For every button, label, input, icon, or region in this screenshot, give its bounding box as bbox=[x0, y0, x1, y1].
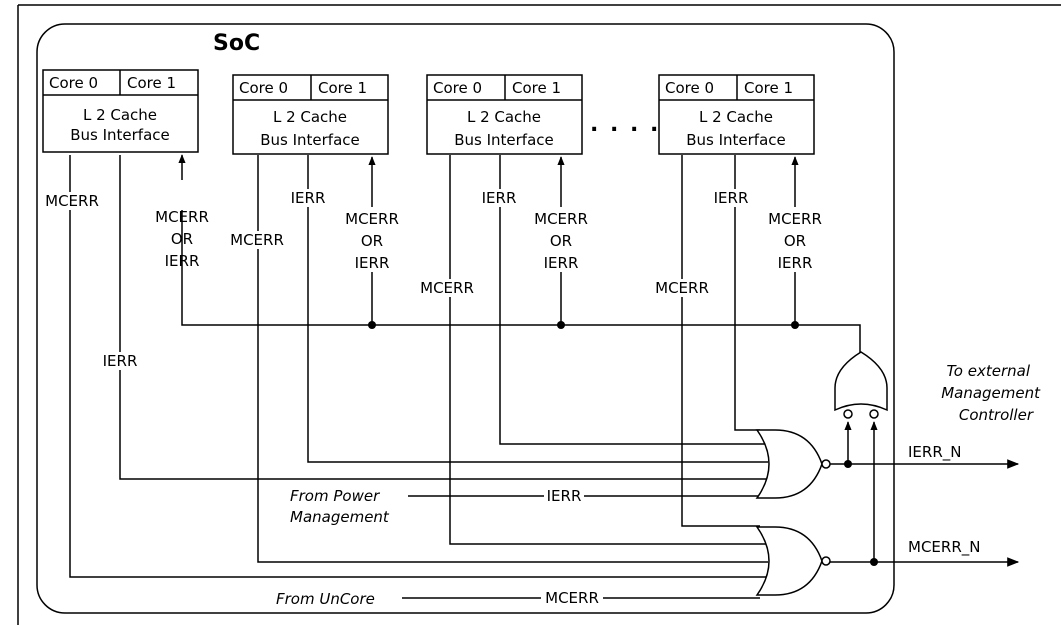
ierr-label-core1: IERR bbox=[100, 352, 140, 370]
to-external-line2: Management bbox=[941, 384, 1041, 402]
to-external-line1: To external bbox=[946, 362, 1030, 380]
core-block-1: Core 0 Core 1 L 2 Cache Bus Interface bbox=[42, 69, 199, 153]
svg-text:MCERR: MCERR bbox=[45, 192, 99, 210]
junction-dot bbox=[368, 321, 376, 329]
bus-interface-label: Bus Interface bbox=[70, 126, 170, 144]
soc-boundary bbox=[36, 23, 895, 614]
l2-cache-label: L 2 Cache bbox=[83, 106, 157, 124]
svg-text:MCERR: MCERR bbox=[155, 208, 209, 226]
svg-text:OR: OR bbox=[171, 230, 193, 248]
ierr-n-label: IERR_N bbox=[908, 443, 961, 462]
ierr-nor-gate bbox=[755, 429, 831, 499]
l2-cache-label: L 2 Cache bbox=[273, 108, 347, 126]
svg-text:IERR: IERR bbox=[291, 189, 326, 207]
ierr-n-output bbox=[830, 421, 1020, 469]
core1-label: Core 1 bbox=[744, 79, 793, 97]
junction-dot bbox=[791, 321, 799, 329]
junction-dot bbox=[557, 321, 565, 329]
bus-interface-label: Bus Interface bbox=[454, 131, 554, 149]
svg-text:MCERR: MCERR bbox=[420, 279, 474, 297]
svg-text:IERR: IERR bbox=[165, 252, 200, 270]
mcerr-or-ierr-label-4: MCERR OR IERR bbox=[768, 210, 822, 272]
l2-cache-label: L 2 Cache bbox=[467, 108, 541, 126]
mcerr-n-label: MCERR_N bbox=[908, 538, 980, 557]
mcerr-nor-gate bbox=[755, 526, 831, 596]
ellipsis: . . . . bbox=[590, 112, 660, 137]
external-or-gate bbox=[834, 351, 888, 419]
core-block-4: Core 0 Core 1 L 2 Cache Bus Interface bbox=[658, 74, 815, 155]
svg-text:IERR: IERR bbox=[355, 254, 390, 272]
svg-text:IERR: IERR bbox=[544, 254, 579, 272]
mcerr-label-core1: MCERR bbox=[42, 192, 102, 210]
bus-interface-label: Bus Interface bbox=[260, 131, 360, 149]
mcerr-label-core2: MCERR bbox=[226, 231, 288, 249]
core1-label: Core 1 bbox=[127, 74, 176, 92]
core-block-3: Core 0 Core 1 L 2 Cache Bus Interface bbox=[426, 74, 583, 155]
l2-cache-label: L 2 Cache bbox=[699, 108, 773, 126]
svg-text:MCERR: MCERR bbox=[345, 210, 399, 228]
mcerr-label-core3: MCERR bbox=[416, 279, 478, 297]
svg-text:IERR: IERR bbox=[103, 352, 138, 370]
ierr-label-core4: IERR bbox=[710, 189, 752, 207]
bus-interface-label: Bus Interface bbox=[686, 131, 786, 149]
svg-text:MCERR: MCERR bbox=[545, 589, 599, 607]
mcerr-n-output bbox=[830, 421, 1020, 567]
from-power-management-label-2: Management bbox=[290, 508, 390, 526]
core0-label: Core 0 bbox=[49, 74, 98, 92]
core0-label: Core 0 bbox=[433, 79, 482, 97]
from-power-management-label: From Power bbox=[290, 487, 380, 505]
svg-text:MCERR: MCERR bbox=[230, 231, 284, 249]
from-uncore-label: From UnCore bbox=[276, 590, 375, 608]
svg-text:OR: OR bbox=[361, 232, 383, 250]
page-frame bbox=[17, 4, 1061, 625]
core0-label: Core 0 bbox=[665, 79, 714, 97]
svg-text:IERR: IERR bbox=[778, 254, 813, 272]
svg-text:IERR: IERR bbox=[714, 189, 749, 207]
mcerr-or-ierr-label-2: MCERR OR IERR bbox=[345, 210, 399, 272]
feedback-bus bbox=[178, 154, 861, 355]
core0-label: Core 0 bbox=[239, 79, 288, 97]
ierr-label-core2: IERR bbox=[287, 189, 329, 207]
mcerr-or-ierr-label-3: MCERR OR IERR bbox=[534, 210, 588, 272]
svg-text:IERR: IERR bbox=[547, 487, 582, 505]
ierr-label-core3: IERR bbox=[478, 189, 520, 207]
svg-text:OR: OR bbox=[784, 232, 806, 250]
core1-label: Core 1 bbox=[318, 79, 367, 97]
svg-text:MCERR: MCERR bbox=[768, 210, 822, 228]
mcerr-label-core4: MCERR bbox=[651, 279, 713, 297]
soc-label: SoC bbox=[213, 31, 260, 56]
ierr-label-power-mgmt: IERR bbox=[544, 487, 584, 505]
svg-text:MCERR: MCERR bbox=[534, 210, 588, 228]
mcerr-label-uncore: MCERR bbox=[541, 589, 603, 607]
core-block-2: Core 0 Core 1 L 2 Cache Bus Interface bbox=[232, 74, 389, 155]
svg-text:IERR: IERR bbox=[482, 189, 517, 207]
svg-text:OR: OR bbox=[550, 232, 572, 250]
to-external-line3: Controller bbox=[959, 406, 1034, 424]
signal-wires bbox=[69, 155, 768, 599]
core1-label: Core 1 bbox=[512, 79, 561, 97]
mcerr-or-ierr-label-1: MCERR OR IERR bbox=[155, 208, 209, 270]
svg-text:MCERR: MCERR bbox=[655, 279, 709, 297]
